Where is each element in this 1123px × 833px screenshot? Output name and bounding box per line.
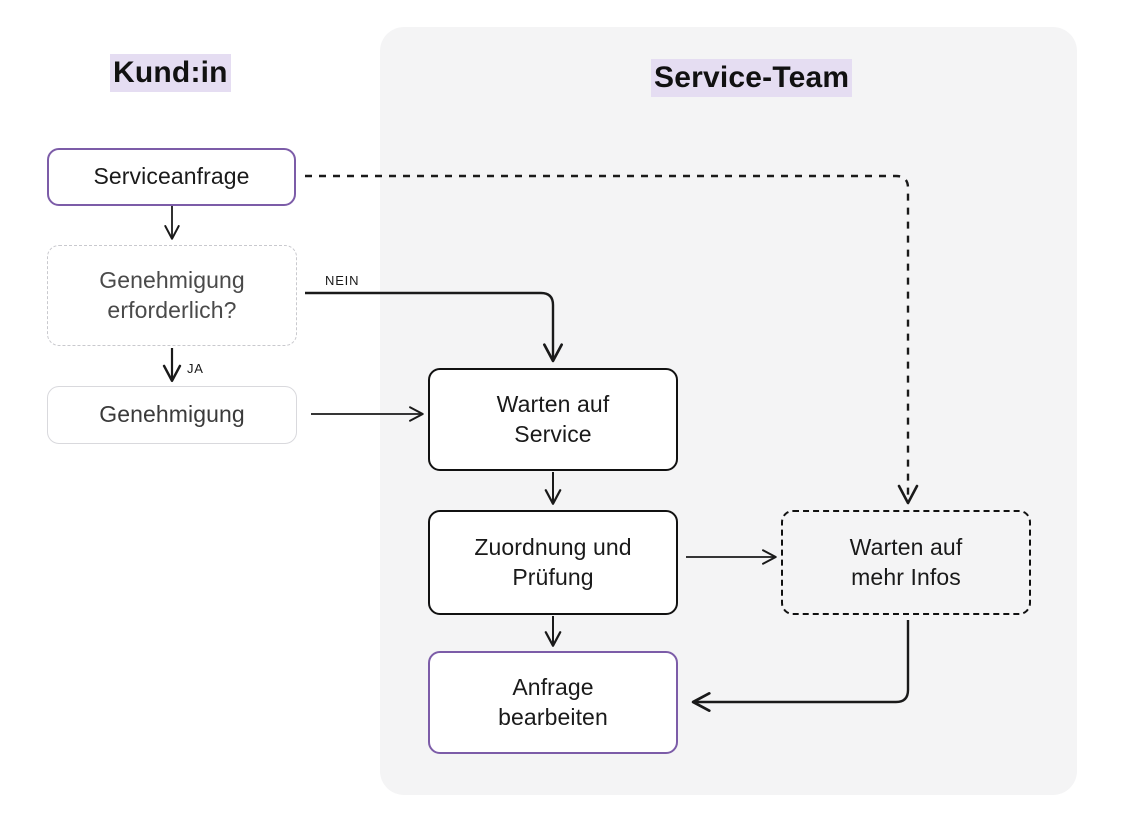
node-zuordnung-und-pruefung-label-line2: Prüfung bbox=[512, 563, 594, 590]
node-warten-auf-service[interactable]: Warten auf Service bbox=[428, 368, 678, 471]
node-genehmigung-erforderlich[interactable]: Genehmigung erforderlich? bbox=[47, 245, 297, 346]
node-serviceanfrage-label: Serviceanfrage bbox=[93, 163, 250, 190]
node-genehmigung-label: Genehmigung bbox=[99, 401, 245, 428]
node-warten-auf-mehr-infos-label-line1: Warten auf bbox=[849, 534, 963, 561]
node-warten-auf-service-label-line1: Warten auf bbox=[496, 391, 610, 418]
node-warten-auf-service-label-line2: Service bbox=[514, 420, 592, 447]
lane-title-service-team-label: Service-Team bbox=[651, 59, 853, 97]
lane-title-customer-label: Kund:in bbox=[110, 54, 231, 92]
edge-label-nein: NEIN bbox=[325, 273, 360, 288]
node-anfrage-bearbeiten[interactable]: Anfrage bearbeiten bbox=[428, 651, 678, 754]
edge-label-ja: JA bbox=[187, 361, 204, 376]
node-genehmigung[interactable]: Genehmigung bbox=[47, 386, 297, 444]
node-serviceanfrage[interactable]: Serviceanfrage bbox=[47, 148, 296, 206]
node-zuordnung-und-pruefung[interactable]: Zuordnung und Prüfung bbox=[428, 510, 678, 615]
node-warten-auf-mehr-infos-label-line2: mehr Infos bbox=[851, 563, 961, 590]
lane-title-service-team: Service-Team bbox=[651, 59, 853, 97]
node-zuordnung-und-pruefung-label-line1: Zuordnung und bbox=[474, 534, 632, 561]
node-anfrage-bearbeiten-label-line2: bearbeiten bbox=[498, 703, 608, 730]
node-warten-auf-mehr-infos[interactable]: Warten auf mehr Infos bbox=[781, 510, 1031, 615]
node-anfrage-bearbeiten-label-line1: Anfrage bbox=[512, 674, 594, 701]
node-genehmigung-erforderlich-label-line2: erforderlich? bbox=[107, 296, 237, 323]
node-genehmigung-erforderlich-label-line1: Genehmigung bbox=[99, 267, 245, 294]
lane-title-customer: Kund:in bbox=[110, 54, 231, 92]
